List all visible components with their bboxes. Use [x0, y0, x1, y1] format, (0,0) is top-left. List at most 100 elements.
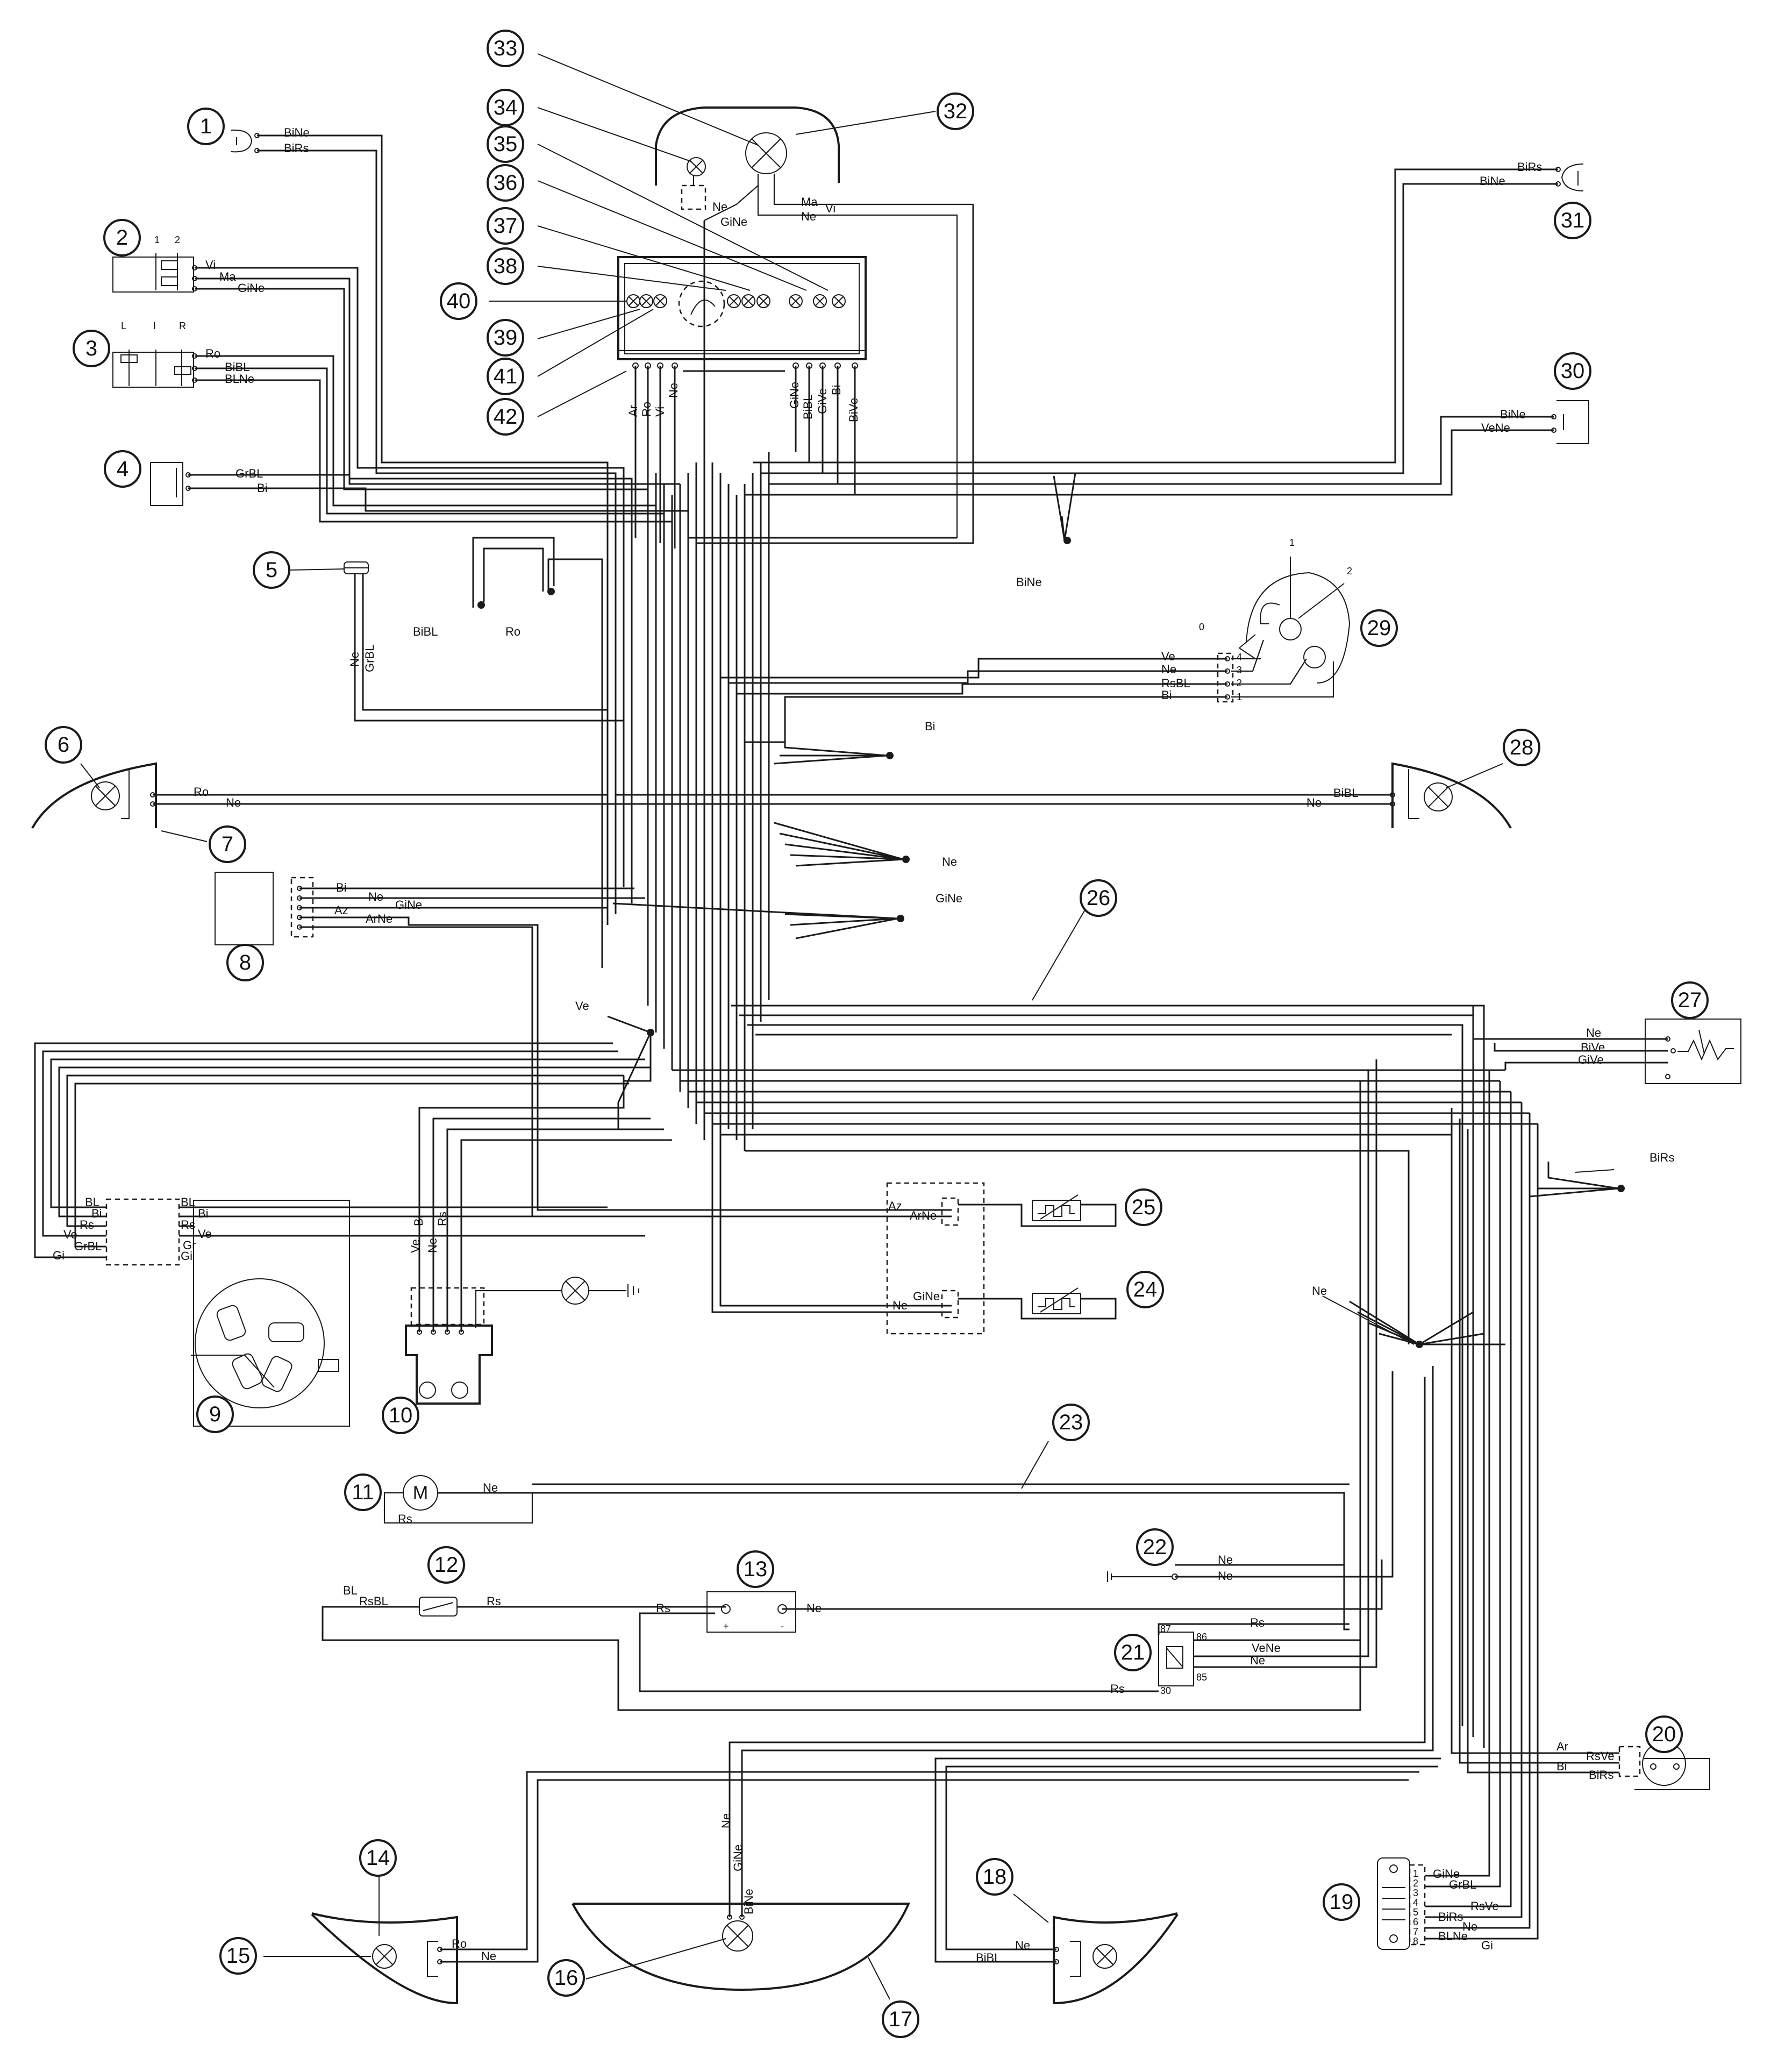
wire-label: GiVe: [1578, 1053, 1604, 1066]
wire-label: Ro: [194, 785, 209, 799]
callout-number: 31: [1561, 209, 1585, 232]
callouts: 1 2 3 4 5 6 7 8 9 10 11 12 13 14 15 16 1…: [45, 30, 1709, 2038]
wire-label: Az: [334, 903, 348, 917]
wire-label: BiBL: [225, 360, 249, 374]
wire-label: Ne: [1161, 663, 1176, 676]
wire-label: BLNe: [225, 372, 254, 386]
callout-number: 26: [1087, 886, 1111, 910]
wire-label: BiNe: [742, 1889, 755, 1914]
sensor-25: [941, 1194, 1081, 1226]
pin-label: 1: [1289, 537, 1295, 548]
rear-indicator-left: [311, 1912, 458, 2005]
wire-label: BiRs: [1589, 1768, 1613, 1782]
wire-label: Ne: [226, 796, 241, 809]
svg-text:M: M: [413, 1483, 428, 1503]
callout-number: 25: [1132, 1195, 1156, 1219]
wire-label: GiNe: [238, 281, 265, 295]
wire-label: Bi: [198, 1207, 209, 1220]
callout-number: 28: [1510, 736, 1534, 759]
wire-label: Ne: [1250, 1654, 1265, 1667]
callout-number: 22: [1143, 1535, 1167, 1559]
wire-label: BiBL: [976, 1951, 1001, 1964]
callout-number: 17: [889, 2007, 913, 2031]
rear-indicator-right: [1053, 1912, 1179, 2005]
cdi-unit-10: [405, 1277, 639, 1405]
wiring-harness: [34, 134, 1668, 1963]
wire-label: Ro: [505, 625, 520, 638]
callout-number: 9: [209, 1402, 221, 1426]
wire-label: Vi: [205, 258, 216, 272]
wire-label: Ma: [219, 270, 236, 283]
wire-label: Ne: [1586, 1026, 1601, 1039]
callout-number: 1: [200, 115, 212, 138]
pin-label: 1: [1237, 692, 1242, 702]
wire-label: Bi: [925, 720, 936, 733]
wire-label: ArNe: [910, 1209, 937, 1222]
switch-5: [344, 561, 369, 574]
wire-label: BiVe: [847, 398, 860, 422]
callout-number: 42: [494, 405, 518, 429]
pin-label: 7: [1413, 1926, 1418, 1937]
pin-label: 86: [1196, 1632, 1207, 1642]
battery-minus: -: [781, 1621, 784, 1632]
wire-label: BiRs: [1650, 1151, 1674, 1164]
pin-label: 4: [1237, 652, 1242, 663]
wire-label: GiNe: [1433, 1867, 1460, 1881]
pin-label: 2: [1413, 1878, 1418, 1889]
callout-number: 8: [239, 951, 251, 974]
switch-30: [1551, 400, 1589, 444]
wire-label: Ar: [626, 405, 640, 417]
headlight-assembly: [655, 106, 973, 538]
callout-number: 19: [1330, 1890, 1354, 1914]
wire-label: Ne: [667, 383, 680, 398]
wire-label: Rs: [1250, 1616, 1265, 1629]
callout-number: 12: [434, 1553, 459, 1577]
callout-number: 35: [494, 132, 518, 156]
pin-label: 3: [1237, 665, 1242, 675]
wire-label: Rs: [1110, 1682, 1125, 1696]
wire-label: Ro: [205, 347, 220, 360]
callout-number: 24: [1133, 1278, 1158, 1301]
pin-label: 2: [1237, 678, 1242, 688]
wire-label: Rs: [398, 1512, 412, 1526]
wire-label: Rs: [80, 1218, 94, 1231]
wire-label: Ne: [942, 855, 957, 868]
pin-label: 87: [1160, 1624, 1171, 1634]
wire-label: BL: [85, 1195, 99, 1209]
callout-number: 2: [116, 226, 128, 250]
wire-label: Ne: [1015, 1939, 1030, 1952]
wire-label: BiBL: [1333, 786, 1358, 800]
voltage-regulator-19: [1377, 1857, 1426, 1950]
wire-label: Bi: [91, 1207, 102, 1220]
relay-21: [1158, 1632, 1194, 1686]
callout-number: 5: [266, 558, 277, 582]
callout-number: 18: [983, 1865, 1007, 1889]
pin-label: 2: [1347, 566, 1352, 576]
wire-label: Bi: [257, 481, 268, 495]
wire-label: Ve: [409, 1239, 422, 1253]
wire-label: BiNe: [1016, 575, 1042, 589]
callout-number: 15: [226, 1944, 251, 1968]
wire-label: BiRs: [284, 141, 309, 155]
wire-label: GiVe: [816, 388, 829, 414]
wire-label: BL: [181, 1195, 195, 1209]
wire-label: Ar: [1556, 1740, 1568, 1753]
wire-label: Ne: [368, 890, 383, 903]
rear-light-assembly: [572, 1903, 911, 1991]
ignition-switch-20: [1618, 1742, 1710, 1790]
wire-label: BiNe: [284, 126, 310, 139]
wire-label: Gr: [183, 1238, 196, 1252]
leader-lines: [80, 53, 1615, 2000]
ground-22: [1107, 1571, 1178, 1582]
wire-label: BLNe: [1438, 1929, 1468, 1943]
wire-label: Ma: [801, 195, 818, 209]
wire-label: VeNe: [1481, 421, 1510, 435]
wire-label: Ve: [63, 1228, 77, 1241]
callout-number: 16: [554, 1966, 579, 1990]
wire-label: Ve: [1161, 650, 1175, 663]
light-switch-29: [1217, 557, 1351, 703]
battery-plus: +: [723, 1621, 729, 1632]
wire-label: Ne: [1312, 1284, 1327, 1298]
wire-labels: BiNe BiRs 1 2 Vi Ma GiNe L I R Ro BiBL B…: [53, 126, 1674, 1964]
